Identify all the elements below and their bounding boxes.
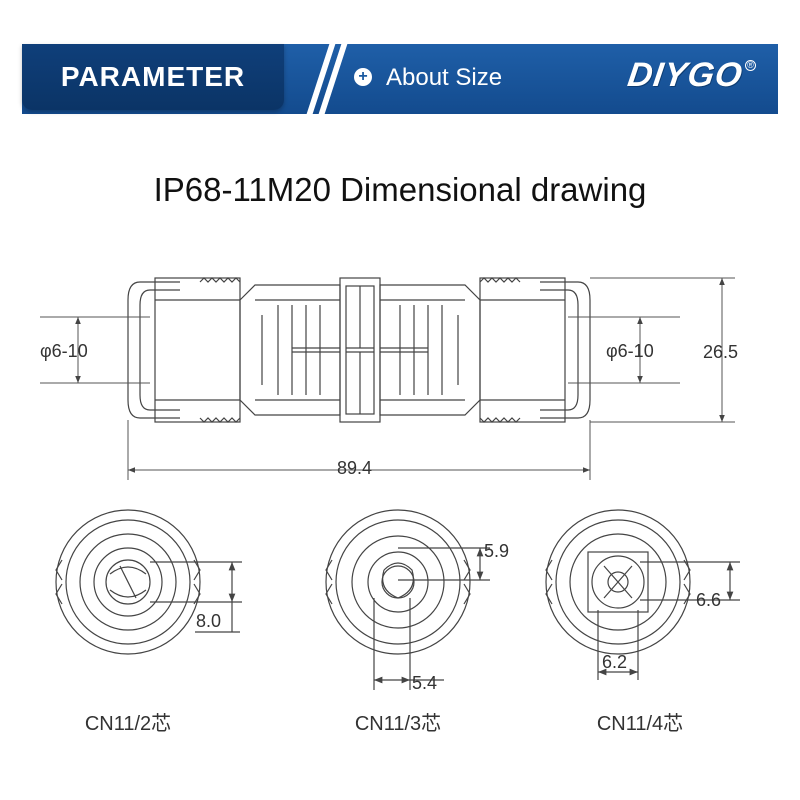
right-diameter-label: φ6-10	[606, 341, 654, 361]
end-view-dim-a: 5.9	[484, 541, 509, 561]
parameter-tab	[22, 44, 284, 110]
parameter-title: PARAMETER	[60, 61, 246, 92]
end-view-caption: CN11/4芯	[597, 712, 683, 735]
registered-mark: ®	[745, 60, 756, 71]
end-view-caption: CN11/2芯	[85, 712, 171, 735]
left-diameter-label: φ6-10	[40, 341, 88, 361]
plus-circle-icon: +	[354, 68, 372, 86]
end-view-dim-a: 6.6	[696, 590, 721, 610]
end-view-2pin	[55, 509, 242, 655]
page-title: IP68-11M20 Dimensional drawing	[153, 171, 647, 208]
end-view-caption: CN11/3芯	[355, 712, 441, 735]
end-view-dim-b: 6.2	[602, 652, 627, 672]
side-view	[127, 277, 591, 423]
end-view-dim-b: 5.4	[412, 673, 437, 693]
end-view-4pin	[545, 509, 740, 680]
length-label: 89.4	[337, 458, 372, 478]
end-view-3pin	[325, 509, 490, 690]
height-label: 26.5	[703, 342, 738, 362]
end-view-dim-a: 8.0	[196, 611, 221, 631]
section-label: About Size	[386, 64, 503, 91]
